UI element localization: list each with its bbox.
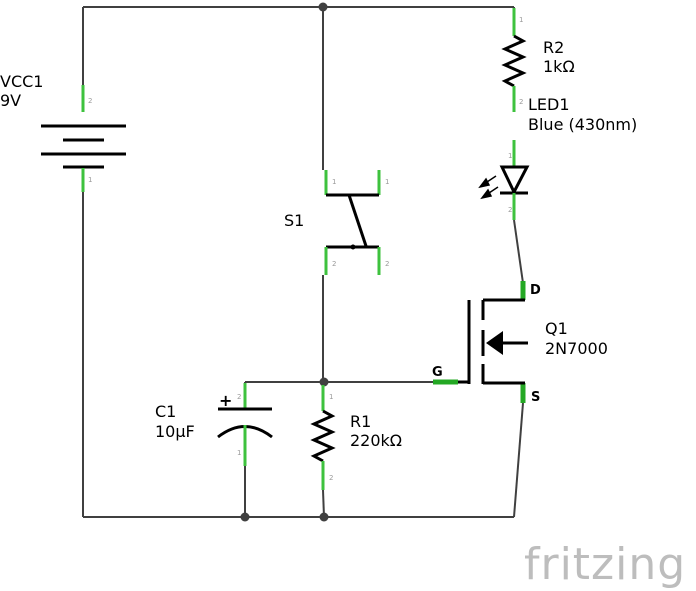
led-triangle (499, 165, 530, 196)
pin-number: 1 (88, 176, 92, 184)
pin-number: 2 (237, 393, 241, 401)
switch-s1[interactable]: 1 1 2 2 S1 (284, 170, 389, 275)
pin-number: 1 (508, 152, 512, 160)
body-arrow-icon (486, 331, 503, 355)
r2-value: 1kΩ (543, 57, 575, 76)
switch-lever (347, 194, 368, 247)
resistor-r1[interactable]: 1 2 R1 220kΩ (310, 385, 402, 490)
resistor-zigzag (310, 409, 336, 463)
polarity-plus-icon: + (219, 391, 232, 410)
r1-value: 220kΩ (350, 431, 402, 450)
resistor-zigzag (501, 34, 527, 88)
pin-number: 2 (519, 98, 523, 106)
pin-number: 1 (519, 16, 523, 24)
resistor-r2[interactable]: 1 2 R2 1kΩ (501, 8, 575, 112)
pin-label-source: S (531, 390, 540, 405)
pin-label-gate: G (432, 365, 443, 380)
c1-name: C1 (155, 402, 176, 421)
pin-number: 2 (385, 260, 389, 268)
pin-label-drain: D (530, 283, 541, 298)
junction-dot (318, 2, 328, 12)
led1-value: Blue (430nm) (528, 115, 637, 134)
pin-number: 1 (329, 393, 333, 401)
q1-name: Q1 (545, 319, 568, 338)
pin-number: 1 (385, 178, 389, 186)
fritzing-logo: fritzing (524, 539, 686, 590)
mosfet-q1[interactable]: D G S Q1 2N7000 (432, 281, 608, 405)
pin-number: 2 (508, 206, 512, 214)
led1-name: LED1 (528, 95, 570, 114)
wire-r1-bottom[interactable] (322, 489, 325, 518)
pin-number: 2 (88, 97, 92, 105)
wires (82, 6, 524, 518)
s1-name: S1 (284, 211, 304, 230)
r1-name: R1 (350, 412, 371, 431)
vcc1-value: 9V (0, 91, 21, 110)
battery-vcc1[interactable]: 2 1 VCC1 9V (0, 72, 126, 192)
pin-number: 2 (332, 260, 336, 268)
vcc1-name: VCC1 (0, 72, 43, 91)
c1-value: 10µF (155, 422, 195, 441)
light-emission-icon (478, 175, 499, 200)
led-led1[interactable]: 1 2 LED1 Blue (430nm) (478, 95, 637, 220)
switch-pivot (350, 244, 356, 250)
pin-number: 2 (329, 474, 333, 482)
r2-name: R2 (543, 38, 564, 57)
junction-dot (319, 512, 329, 522)
wire-source-to-ground[interactable] (513, 402, 524, 518)
pin-number: 1 (237, 449, 241, 457)
q1-value: 2N7000 (545, 339, 608, 358)
junctions (240, 2, 329, 522)
capacitor-c1[interactable]: + 2 1 C1 10µF (155, 383, 273, 490)
junction-dot (240, 512, 250, 522)
pin-number: 1 (332, 178, 336, 186)
junction-dot (319, 377, 329, 387)
wire-led-to-drain[interactable] (513, 219, 524, 284)
